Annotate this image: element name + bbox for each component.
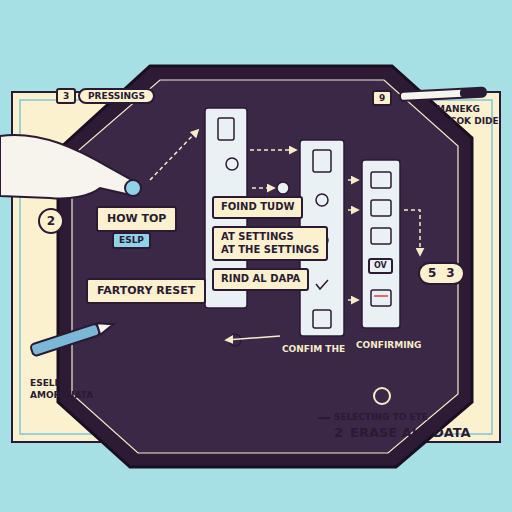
node-text: FARTORY RESET	[97, 284, 195, 298]
step-box: FARTORY RESET	[86, 278, 206, 304]
step-box: AT SETTINGSAT THE SETTINGS	[212, 226, 328, 261]
step-label: PRESSINGS	[78, 88, 155, 104]
button-box: OV	[368, 258, 393, 274]
step-box: HOW TOP	[96, 206, 177, 232]
node-text: 2	[40, 210, 62, 232]
step-label: CONFIM THE	[282, 344, 345, 354]
callout-circle: 2	[38, 208, 64, 234]
node-text: FOIND TUDW	[221, 201, 294, 214]
callout-number: 9	[372, 90, 392, 106]
note-label: MANEKG	[436, 104, 480, 114]
step-box: RIND AL DAPA	[212, 268, 309, 291]
node-text: OV	[374, 261, 387, 271]
note-label: ESELER	[30, 378, 68, 388]
tag-label: ESLP	[112, 232, 151, 249]
note-label: AMOR DIATA	[30, 390, 93, 400]
step-label: SELECTING TO ETE	[334, 412, 428, 422]
callout-number: 3	[56, 88, 76, 104]
node-text: 3	[446, 266, 454, 281]
node-text: RIND AL DAPA	[221, 273, 300, 286]
step-box: FOIND TUDW	[212, 196, 303, 219]
step-label: ERASE ALL DATA	[350, 425, 471, 440]
note-label: BACOK DIDE	[436, 116, 499, 126]
callout-pill: 53	[418, 262, 465, 285]
node-text: HOW TOP	[107, 212, 166, 226]
node-text: ESLP	[119, 235, 144, 246]
node-text: AT THE SETTINGS	[221, 244, 319, 257]
callout-number: 2	[334, 425, 343, 440]
node-text: AT SETTINGS	[221, 231, 319, 244]
step-label: CONFIRMING	[356, 340, 421, 350]
node-text: 5	[428, 266, 436, 281]
